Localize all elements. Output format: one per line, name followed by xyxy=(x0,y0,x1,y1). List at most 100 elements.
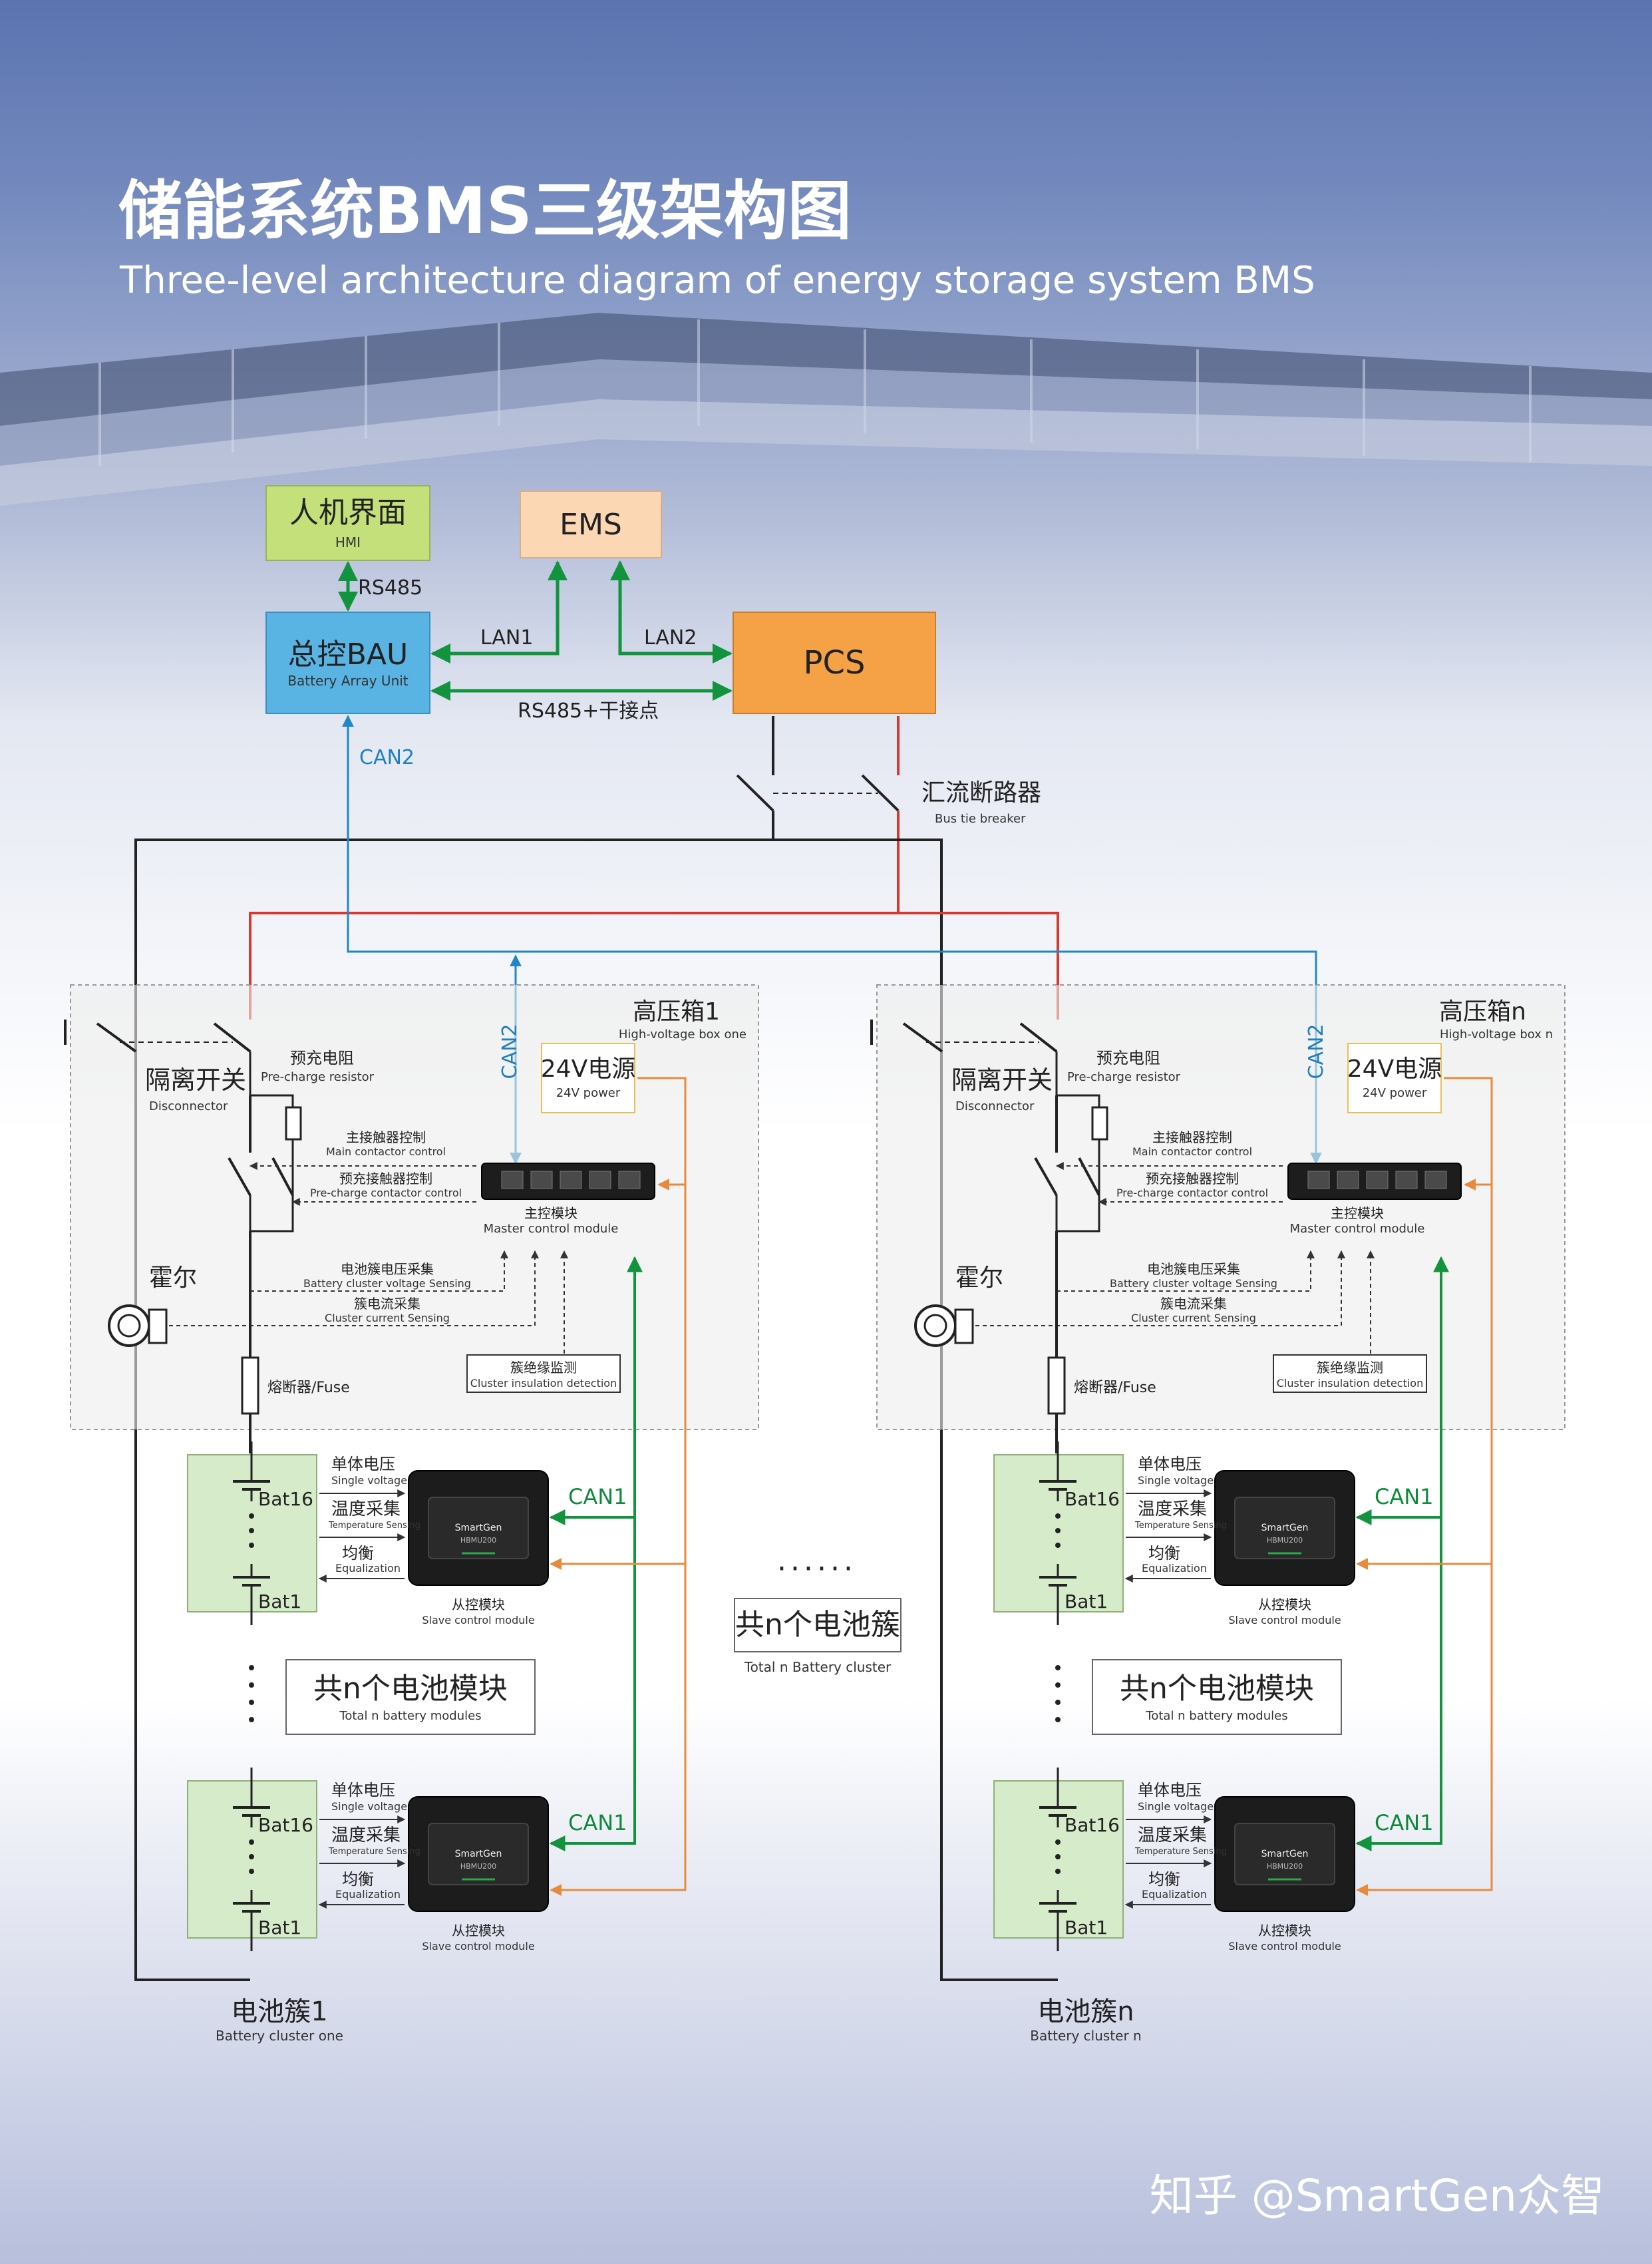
slave-device-face xyxy=(428,1497,529,1559)
module-ellipsis-dot xyxy=(1055,1717,1061,1722)
power-supply-box xyxy=(1347,1043,1442,1113)
slave-sublabel: Slave control module xyxy=(422,1614,534,1626)
precharge-contactor-sublabel: Pre-charge contactor control xyxy=(1116,1187,1268,1199)
slave-label: 从控模块 xyxy=(1258,1597,1311,1612)
current-sense-sublabel: Cluster current Sensing xyxy=(1131,1312,1256,1324)
precharge-contactor-label: 预充接触器控制 xyxy=(339,1171,432,1187)
total-modules-label: 共n个电池模块 xyxy=(313,1672,508,1706)
pcs-label: PCS xyxy=(804,644,866,681)
equalization-label: 均衡 xyxy=(1148,1544,1180,1563)
disconnector-label: 隔离开关 xyxy=(145,1065,246,1095)
ellipsis-dot xyxy=(1055,1543,1061,1548)
voltage-sense-sublabel: Battery cluster voltage Sensing xyxy=(1110,1277,1277,1290)
equalization-label: 均衡 xyxy=(342,1870,374,1889)
power-supply-sublabel: 24V power xyxy=(556,1086,621,1100)
main-contactor xyxy=(228,1157,251,1196)
bat16-label: Bat16 xyxy=(258,1814,313,1836)
temperature-sublabel: Temperature Sensing xyxy=(328,1847,420,1857)
disconnector-blade xyxy=(213,1022,251,1053)
ellipsis-dot xyxy=(1055,1839,1061,1845)
total-clusters-box: 共n个电池簇 xyxy=(734,1598,902,1652)
temperature-sublabel: Temperature Sensing xyxy=(1134,1521,1227,1531)
disconnector-blade xyxy=(96,1022,137,1053)
cell-voltage-sublabel: Single voltage xyxy=(1138,1800,1214,1813)
current-sense-line xyxy=(975,1250,1345,1326)
can1-label: CAN1 xyxy=(568,1484,627,1509)
hall-sensor-connector xyxy=(954,1308,974,1344)
master-sublabel: Master control module xyxy=(1290,1222,1425,1236)
module-ellipsis-dot xyxy=(249,1682,254,1688)
master-port xyxy=(560,1171,582,1189)
lan2-label: LAN2 xyxy=(644,626,697,650)
total-modules-sublabel: Total n battery modules xyxy=(339,1709,481,1723)
cell-voltage-label: 单体电压 xyxy=(1138,1455,1202,1473)
slave-device-face xyxy=(1234,1497,1335,1559)
fuse-label: 熔断器/Fuse xyxy=(1074,1380,1156,1396)
total-clusters-sublabel: Total n Battery cluster xyxy=(744,1659,892,1675)
hmi-label: 人机界面 xyxy=(289,496,407,530)
solar-panel-background xyxy=(0,313,1652,506)
contactor-wire xyxy=(249,1195,294,1232)
disconnector-blade xyxy=(902,1022,943,1053)
slave-label: 从控模块 xyxy=(452,1923,505,1939)
precharge-resistor-label: 预充电阻 xyxy=(290,1049,354,1067)
master-port xyxy=(1395,1171,1418,1189)
bat16-label: Bat16 xyxy=(258,1488,313,1510)
slave-device-face xyxy=(1234,1823,1335,1885)
master-port xyxy=(1337,1171,1359,1189)
more-clusters-dots: ······ xyxy=(777,1552,857,1586)
page-subtitle: Three-level architecture diagram of ener… xyxy=(119,259,1315,302)
ellipsis-dot xyxy=(1055,1869,1061,1874)
cell-voltage-label: 单体电压 xyxy=(1138,1781,1202,1799)
temperature-sublabel: Temperature Sensing xyxy=(328,1521,420,1531)
pcs-box: PCS xyxy=(733,612,936,714)
insulation-sublabel: Cluster insulation detection xyxy=(1277,1377,1423,1390)
device-brand: SmartGen xyxy=(455,1849,502,1859)
can1-bus xyxy=(549,1256,643,1851)
rs485-dry-label: RS485+干接点 xyxy=(518,699,659,723)
ellipsis-dot xyxy=(249,1854,254,1859)
bau-can2-label: CAN2 xyxy=(359,746,414,769)
cell-voltage-sublabel: Single voltage xyxy=(1138,1474,1214,1487)
slave-sublabel: Slave control module xyxy=(1228,1614,1341,1626)
cell-voltage-sublabel: Single voltage xyxy=(331,1474,407,1487)
breaker-sublabel: Bus tie breaker xyxy=(935,812,1026,826)
master-port xyxy=(501,1171,524,1189)
disconnector-sublabel: Disconnector xyxy=(149,1099,228,1113)
precharge-resistor xyxy=(285,1106,302,1141)
equalization-sublabel: Equalization xyxy=(1142,1888,1207,1901)
top-links xyxy=(338,560,733,701)
ems-label: EMS xyxy=(560,508,622,542)
temperature-label: 温度采集 xyxy=(1138,1825,1207,1845)
device-model: HBMU200 xyxy=(1267,1862,1303,1871)
bat16-label: Bat16 xyxy=(1065,1814,1120,1836)
device-brand: SmartGen xyxy=(1261,1523,1309,1533)
fuse xyxy=(1047,1356,1066,1415)
hv-box-title: 高压箱1 xyxy=(633,998,720,1026)
master-port xyxy=(1366,1171,1389,1189)
main-contactor xyxy=(1034,1157,1058,1196)
cluster-sublabel: Battery cluster n xyxy=(1030,2028,1141,2044)
ellipsis-dot xyxy=(249,1513,254,1519)
master-sublabel: Master control module xyxy=(484,1222,619,1236)
equalization-sublabel: Equalization xyxy=(335,1562,401,1575)
master-label: 主控模块 xyxy=(1331,1205,1384,1221)
watermark: 知乎 @SmartGen众智 xyxy=(1150,2170,1605,2221)
insulation-label: 簇绝缘监测 xyxy=(510,1360,577,1376)
insulation-sublabel: Cluster insulation detection xyxy=(470,1377,617,1390)
device-brand: SmartGen xyxy=(1261,1849,1309,1859)
ems-box: EMS xyxy=(520,490,662,558)
ellipsis-dot xyxy=(1055,1854,1061,1859)
hall-sensor-label: 霍尔 xyxy=(149,1264,197,1292)
cluster-sublabel: Battery cluster one xyxy=(216,2028,343,2044)
voltage-sense-label: 电池簇电压采集 xyxy=(341,1261,434,1277)
power-supply-box xyxy=(541,1043,635,1113)
hall-sensor-core xyxy=(117,1314,141,1338)
cell-voltage-label: 单体电压 xyxy=(331,1781,395,1799)
equalization-label: 均衡 xyxy=(342,1544,374,1563)
module-ellipsis-dot xyxy=(1055,1700,1061,1705)
can1-label: CAN1 xyxy=(568,1810,627,1835)
